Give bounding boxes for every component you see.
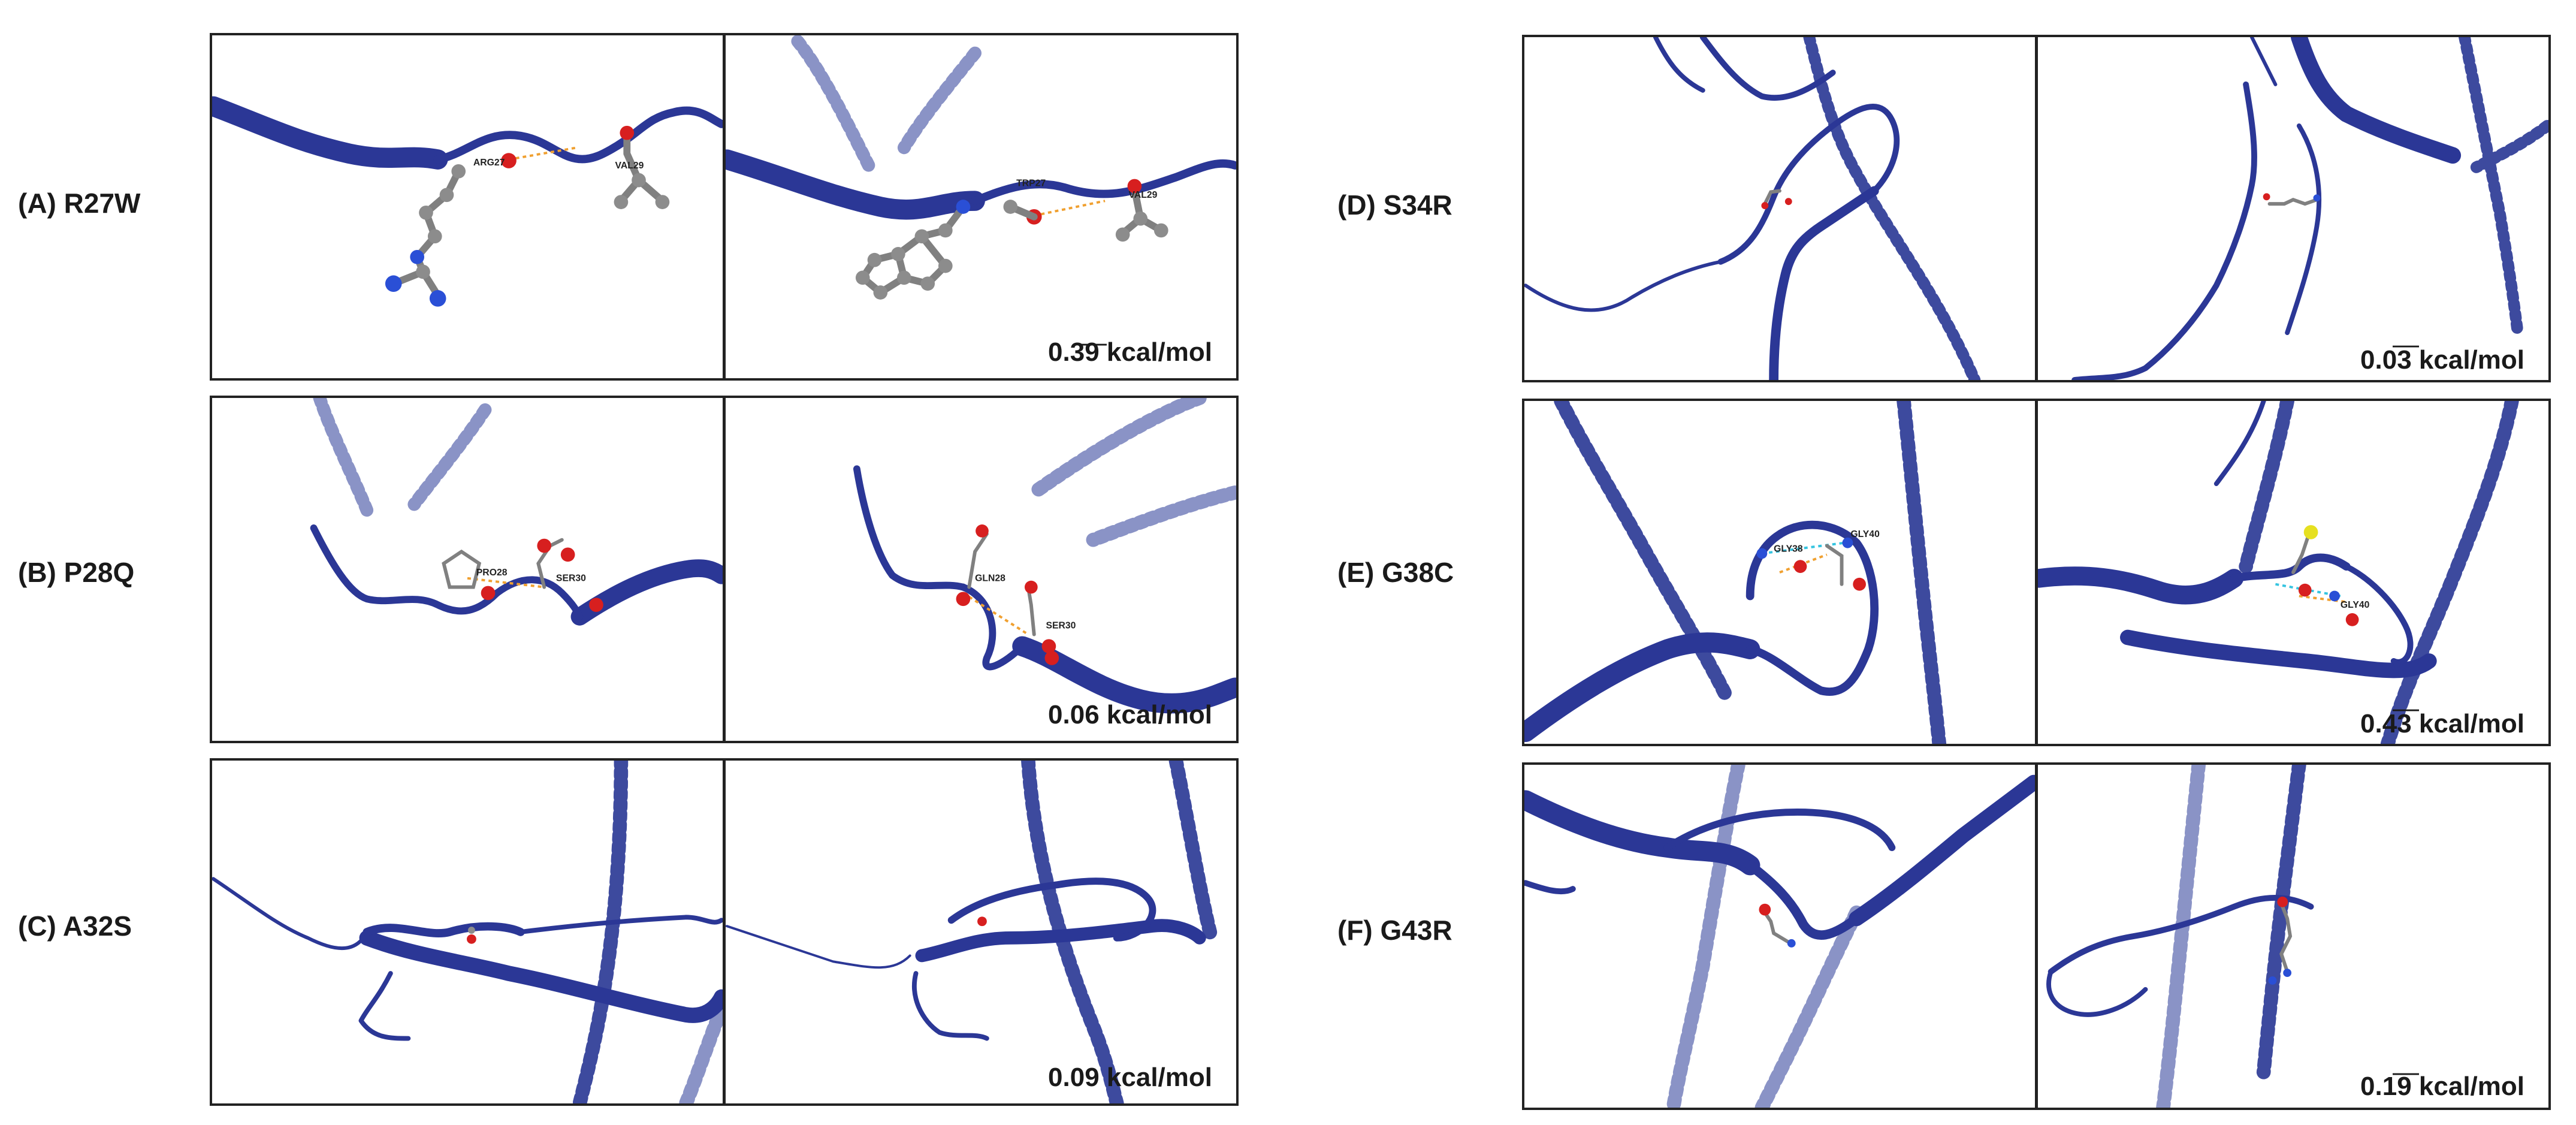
residue-label: ARG27 [473,158,505,168]
protein-ribbon-icon: PRO28 SER30 [310,398,723,626]
panel-f-wildtype [1522,762,2037,1110]
protein-ribbon-icon [212,761,723,1103]
protein-ribbon-icon [1524,765,2035,1108]
residue-label: GLN28 [975,574,1005,584]
protein-ribbon-icon: ARG27 VAL29 [212,96,723,307]
protein-ribbon-icon: GLY38 GLY40 [1524,401,1947,744]
panel-d-wildtype [1522,35,2037,382]
residue-label: GLY40 [1850,529,1880,539]
residue-label: SER30 [1046,621,1076,631]
panel-f-mutant: — 0.19 kcal/mol [2036,762,2551,1110]
energy-dash-a: — [1080,328,1107,357]
panel-c-mutant: 0.09 kcal/mol [723,758,1239,1106]
panel-a-mutant: TRP27 VAL29 — 0.39 kcal/mol [723,33,1239,381]
panel-e-mutant: GLY40 — 0.43 kcal/mol [2036,399,2551,746]
residue-label: VAL29 [1129,190,1158,200]
protein-ribbon-icon [2046,765,2314,1108]
energy-value-c: 0.09 kcal/mol [1048,1063,1212,1092]
energy-value-f: 0.19 kcal/mol [2360,1072,2524,1101]
protein-ribbon-icon [1524,37,1981,380]
row-label-d: (D) S34R [1337,189,1452,221]
protein-ribbon-icon: GLY40 [2038,401,2519,744]
panel-e-wildtype: GLY38 GLY40 [1522,399,2037,746]
panel-d-mutant: — 0.03 kcal/mol [2036,35,2551,382]
row-label-b: (B) P28Q [18,557,135,588]
row-label-e: (E) G38C [1337,557,1454,588]
protein-ribbon-icon [726,761,1219,1103]
row-label-f: (F) G43R [1337,915,1452,946]
row-label-a: (A) R27W [18,188,141,219]
residue-label: SER30 [556,574,586,584]
residue-label: PRO28 [476,568,508,578]
energy-value-a: 0.39 kcal/mol [1048,337,1212,367]
residue-label: GLY40 [2341,600,2370,610]
energy-value-b: 0.06 kcal/mol [1048,700,1212,729]
panel-c-wildtype [210,758,725,1106]
protein-ribbon-icon: GLN28 SER30 [853,398,1236,714]
residue-label: GLY38 [1774,544,1803,554]
residue-label: TRP27 [1016,178,1046,188]
energy-value-d: 0.03 kcal/mol [2360,345,2524,375]
panel-b-wildtype: PRO28 SER30 [210,396,725,743]
protein-ribbon-icon [2071,37,2548,380]
energy-dash-e: — [2393,693,2419,723]
energy-value-e: 0.43 kcal/mol [2360,709,2524,738]
panel-a-wildtype: ARG27 VAL29 [210,33,725,381]
protein-ribbon-icon: TRP27 VAL29 [726,35,1236,300]
energy-dash-f: — [2393,1057,2419,1087]
row-label-c: (C) A32S [18,910,132,942]
panel-b-mutant: GLN28 SER30 0.06 kcal/mol [723,396,1239,743]
residue-label: VAL29 [615,161,644,171]
energy-dash-d: — [2393,330,2419,359]
